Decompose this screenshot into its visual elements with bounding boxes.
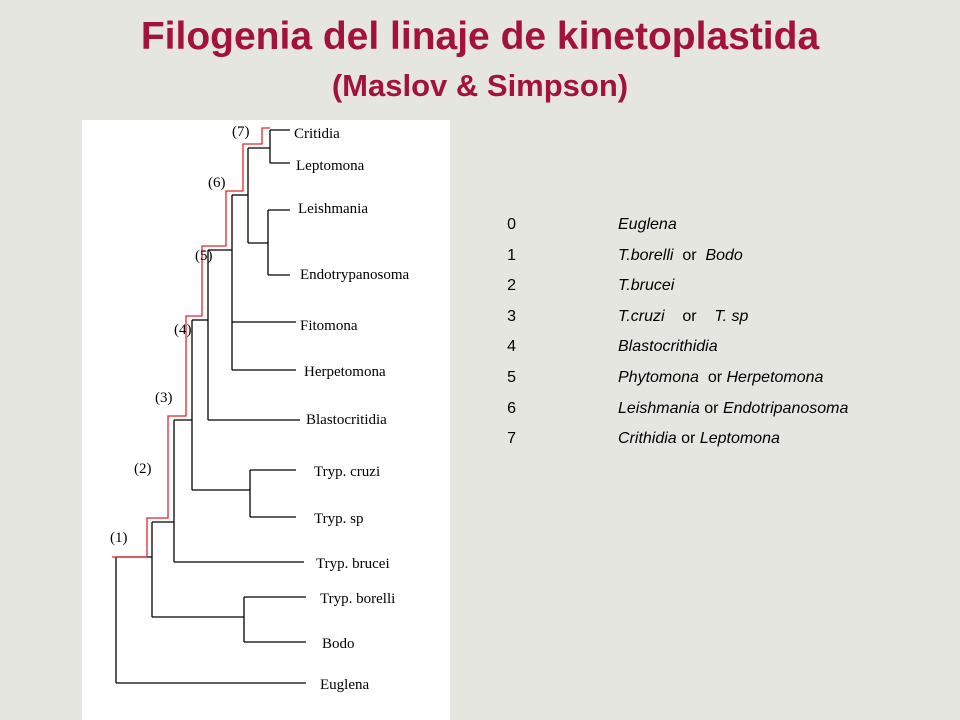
legend-connector: or — [664, 307, 715, 325]
legend-taxon: T.cruzi — [618, 307, 665, 325]
legend-label: Leishmania or Endotripanosoma — [618, 400, 848, 418]
legend-connector: or — [698, 368, 727, 386]
tree-node-labels: (1) (2) (3) (4) (5) (6) (7) — [110, 124, 250, 546]
taxon-label: Critidia — [294, 126, 340, 142]
legend-label: Euglena — [618, 216, 677, 234]
taxon-label: Tryp. borelli — [320, 591, 395, 607]
taxon-label: Euglena — [320, 677, 369, 693]
slide-title: Filogenia del linaje de kinetoplastida — [140, 15, 820, 58]
legend-row: 0 Euglena — [498, 216, 848, 247]
legend-connector: or — [673, 246, 706, 264]
taxon-label: Leptomona — [296, 158, 365, 174]
legend-taxon: Phytomona — [618, 368, 699, 386]
legend-number: 7 — [507, 430, 516, 448]
node-label: (1) — [110, 530, 128, 546]
node-label: (3) — [155, 390, 173, 406]
taxon-label: Bodo — [322, 636, 355, 652]
node-label: (2) — [134, 461, 152, 477]
legend-taxon: Leishmania — [618, 399, 700, 417]
legend-number: 0 — [507, 216, 516, 233]
legend-number: 4 — [507, 338, 516, 356]
legend-number: 3 — [507, 307, 516, 325]
legend-label: T.borelli or Bodo — [618, 247, 743, 265]
slide-subtitle: (Maslov & Simpson) — [331, 68, 629, 103]
taxon-label: Tryp. sp — [314, 511, 363, 527]
legend-taxon: Leptomona — [699, 430, 780, 448]
taxon-label: Blastocritidia — [306, 412, 387, 428]
legend-taxon: Herpetomona — [726, 368, 824, 386]
legend-row: 4 Blastocrithidia — [498, 338, 848, 369]
legend-number: 5 — [507, 368, 516, 386]
taxon-label: Fitomona — [300, 318, 358, 334]
tree-taxon-labels: CritidiaLeptomonaLeishmaniaEndotrypanoso… — [294, 126, 409, 693]
legend-number: 2 — [507, 277, 516, 295]
legend-row: 2 T.brucei — [498, 277, 848, 308]
legend-taxon: Euglena — [618, 216, 677, 233]
legend-row: 3 T.cruzi or T. sp — [498, 308, 848, 339]
legend-connector: or — [699, 399, 723, 417]
node-label: (7) — [232, 124, 250, 140]
legend-taxon: T.brucei — [618, 277, 675, 295]
taxon-label: Endotrypanosoma — [300, 267, 409, 283]
legend-label: T.cruzi or T. sp — [618, 308, 748, 326]
node-label: (5) — [195, 248, 213, 264]
highlight-path-line — [112, 127, 270, 558]
legend-taxon: Crithidia — [618, 430, 677, 448]
legend-connector: or — [676, 430, 700, 448]
taxon-label: Leishmania — [298, 201, 368, 217]
legend-label: Blastocrithidia — [618, 338, 718, 356]
legend-taxon: Bodo — [705, 246, 743, 264]
taxon-label: Tryp. cruzi — [314, 464, 380, 480]
tree-branches — [115, 129, 306, 684]
legend-taxon: Blastocrithidia — [618, 338, 718, 356]
legend-row: 6 Leishmania or Endotripanosoma — [498, 400, 848, 431]
legend-row: 5 Phytomona or Herpetomona — [498, 369, 848, 400]
taxon-label: Tryp. brucei — [316, 556, 390, 572]
legend-taxon: Endotripanosoma — [722, 399, 849, 417]
legend-taxon: T. sp — [714, 307, 749, 325]
legend-table: 0 Euglena 1 T.borelli or Bodo 2 T.brucei 3 T.cr… — [498, 216, 848, 461]
legend-label: T.brucei — [618, 277, 674, 295]
legend-label: Crithidia or Leptomona — [618, 430, 780, 448]
legend-taxon: T.borelli — [618, 246, 674, 264]
legend-row: 1 T.borelli or Bodo — [498, 247, 848, 278]
node-label: (4) — [174, 322, 192, 338]
phylogenetic-tree: CritidiaLeptomonaLeishmaniaEndotrypanoso… — [110, 124, 409, 693]
legend-number: 1 — [507, 246, 516, 264]
legend-number: 6 — [507, 399, 516, 417]
node-label: (6) — [208, 175, 226, 191]
tree-highlight-path — [112, 127, 270, 558]
taxon-label: Herpetomona — [304, 364, 386, 380]
legend-label: Phytomona or Herpetomona — [618, 369, 823, 387]
legend-row: 7 Crithidia or Leptomona — [498, 430, 848, 461]
